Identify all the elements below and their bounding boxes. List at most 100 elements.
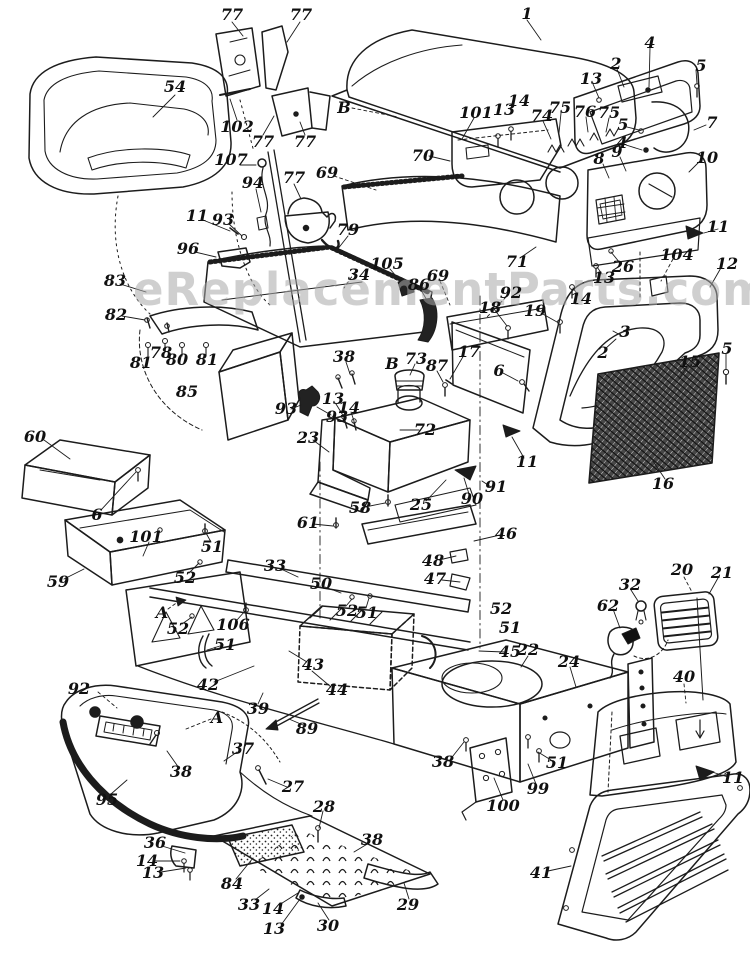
part-label-38: 38 [169,762,193,781]
part-label-44: 44 [325,680,349,699]
part-label-101: 101 [129,527,163,546]
part-label-87: 87 [425,356,449,375]
part-label-13: 13 [492,100,516,119]
side-frame-parts [532,225,730,484]
part-label-13: 13 [321,389,345,408]
support-plate-parts [397,279,563,414]
part-label-106: 106 [216,615,250,634]
part-label-13: 13 [141,863,165,882]
part-label-46: 46 [494,524,518,543]
part-label-16: 16 [651,474,675,493]
part-label-2: 2 [597,343,609,362]
part-label-73: 73 [404,349,428,368]
part-label-22: 22 [516,640,540,659]
part-label-28: 28 [312,797,336,816]
part-label-100: 100 [486,796,520,815]
part-label-92: 92 [499,283,523,302]
part-label-93: 93 [274,399,298,418]
part-label-36: 36 [143,833,167,852]
part-label-5: 5 [617,115,629,134]
part-label-B: B [385,354,399,373]
seat-bracket-parts [215,25,331,153]
part-label-78: 78 [149,343,173,362]
part-label-13: 13 [592,268,616,287]
part-label-14: 14 [337,398,361,417]
part-label-91: 91 [484,477,508,496]
part-label-21: 21 [710,563,734,582]
part-label-61: 61 [296,513,320,532]
part-label-43: 43 [301,655,325,674]
part-label-52: 52 [166,619,190,638]
part-label-95: 95 [95,790,119,809]
part-label-13: 13 [579,69,603,88]
part-label-9: 9 [611,142,623,161]
part-label-52: 52 [173,568,197,587]
part-label-6: 6 [91,505,103,524]
part-label-41: 41 [529,863,553,882]
part-label-79: 79 [336,220,360,239]
fender-deck-part [138,244,433,431]
part-label-11: 11 [721,768,745,787]
part-label-12: 12 [715,254,739,273]
part-label-52: 52 [489,599,513,618]
part-label-15: 15 [678,352,702,371]
part-label-A: A [210,708,224,727]
footrest-parts [59,684,321,843]
part-label-62: 62 [596,596,620,615]
part-label-45: 45 [498,642,522,661]
part-label-7: 7 [706,113,718,132]
part-label-B: B [337,98,351,117]
part-label-4: 4 [644,33,656,52]
part-label-69: 69 [315,163,339,182]
part-label-14: 14 [135,851,159,870]
part-label-74: 74 [530,106,554,125]
part-label-2: 2 [610,54,622,73]
part-label-51: 51 [545,753,569,772]
part-label-99: 99 [526,779,550,798]
part-label-54: 54 [163,77,187,96]
part-label-29: 29 [396,895,420,914]
part-label-51: 51 [200,537,224,556]
part-label-23: 23 [296,428,320,447]
part-label-84: 84 [220,874,244,893]
part-label-81: 81 [195,350,219,369]
hood-part [331,29,701,173]
part-label-70: 70 [411,146,435,165]
part-label-38: 38 [332,347,356,366]
part-label-11: 11 [706,217,730,236]
part-label-77: 77 [251,132,275,151]
part-label-58: 58 [348,498,372,517]
part-label-38: 38 [360,830,384,849]
part-label-25: 25 [409,495,433,514]
part-label-105: 105 [370,254,404,273]
frame-box-parts [391,639,655,821]
part-label-20: 20 [670,560,694,579]
part-label-26: 26 [611,257,635,276]
leader-lines [43,19,729,926]
gearcase-parts [265,605,437,731]
part-label-77: 77 [289,5,313,24]
part-label-104: 104 [660,245,694,264]
part-label-90: 90 [460,489,484,508]
part-label-39: 39 [246,699,270,718]
running-board-parts [170,815,439,909]
part-label-76: 76 [573,102,597,121]
part-label-34: 34 [347,265,371,284]
part-label-32: 32 [618,575,642,594]
part-label-81: 81 [129,353,153,372]
part-label-6: 6 [493,361,505,380]
part-label-93: 93 [325,407,349,426]
fuel-tank-parts [297,369,530,513]
part-label-38: 38 [431,752,455,771]
part-label-77: 77 [282,168,306,187]
part-label-107: 107 [214,150,248,169]
part-label-77: 77 [293,132,317,151]
part-label-1: 1 [521,4,533,23]
part-label-60: 60 [23,427,47,446]
part-label-59: 59 [46,572,70,591]
part-label-80: 80 [165,350,189,369]
part-label-37: 37 [231,739,255,758]
part-label-92: 92 [67,679,91,698]
part-label-82: 82 [104,305,128,324]
